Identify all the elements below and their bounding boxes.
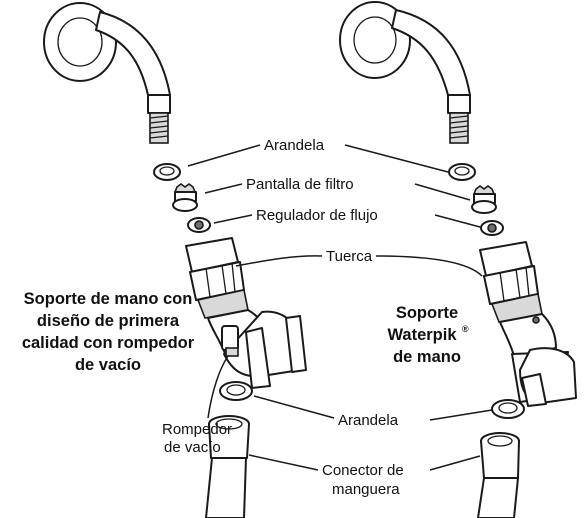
label-arandela-bottom: Arandela [338,412,399,429]
right-title-line2: Waterpik [387,326,457,344]
leader-lines [187,144,493,471]
label-regulador-de-flujo: Regulador de flujo [256,207,378,224]
right-shower-flange [339,1,411,79]
right-title-line3: de mano [393,348,461,366]
label-pantalla-de-filtro: Pantalla de filtro [246,176,354,193]
left-flow-regulator [187,217,211,233]
left-shower-arm [95,11,171,144]
left-hose-connector [205,415,250,518]
left-filter-screen [172,183,198,212]
right-flow-regulator [480,220,504,236]
left-nut [185,237,249,319]
label-arandela-top: Arandela [264,137,325,154]
left-title-line1: Soporte de mano con [24,290,193,308]
left-title: Soporte de mano con diseño de primera ca… [22,290,195,374]
left-title-line2: diseño de primera [37,312,180,330]
part-labels: Arandela Pantalla de filtro Regulador de… [162,137,404,498]
right-shower-arm [391,9,471,144]
label-conector-line1: Conector de [322,462,404,479]
label-conector-line2: manguera [332,481,400,498]
right-title-line1: Soporte [396,304,458,322]
label-tuerca: Tuerca [326,248,373,265]
left-title-line3: calidad con rompedor [22,334,195,352]
left-washer-top [153,163,181,181]
right-hand-holder [499,313,577,407]
right-title: Soporte Waterpik ® de mano [387,304,469,366]
label-rompedor-line1: Rompedor [162,421,232,438]
left-assembly [43,2,307,518]
registered-mark: ® [462,324,469,334]
right-hose-connector [477,432,520,518]
right-washer-top [448,163,476,181]
right-nut [479,241,543,323]
right-filter-screen [471,185,497,214]
left-washer-bottom [219,381,253,401]
label-rompedor-line2: de vacío [164,439,221,456]
right-washer-bottom [491,399,525,419]
right-assembly [339,1,577,518]
left-title-line4: de vacío [75,356,141,374]
left-vacuum-breaker [221,325,239,357]
